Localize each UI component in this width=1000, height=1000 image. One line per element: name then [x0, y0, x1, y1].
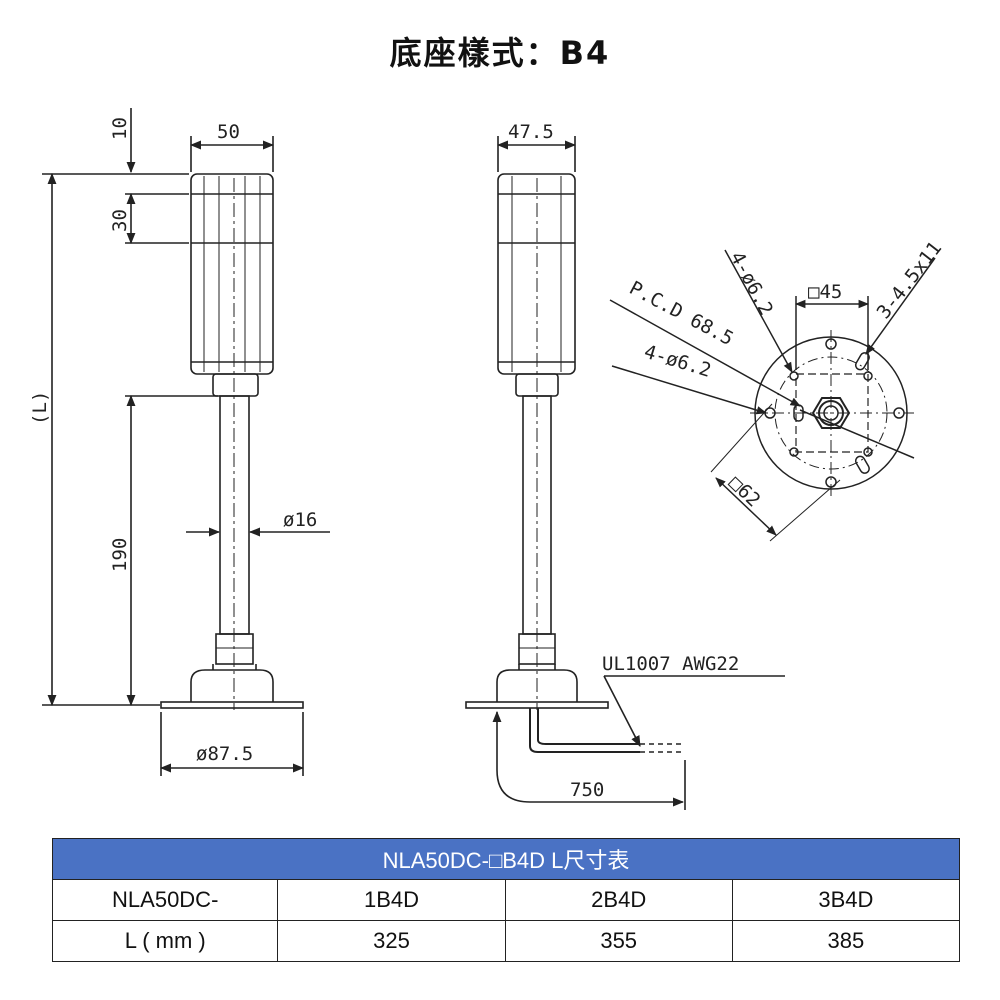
page-title: 底座樣式：B4 [389, 34, 611, 72]
table-cell: NLA50DC- [51, 879, 279, 921]
length-spec-table: NLA50DC-□B4D L尺寸表 NLA50DC- 1B4D 2B4D 3B4… [51, 838, 961, 962]
table-cell: 385 [731, 920, 961, 962]
dim-pole-diameter: ø16 [283, 509, 317, 531]
dim-cable-length: 750 [570, 779, 604, 801]
dim-pole-height: 190 [109, 538, 131, 572]
technical-drawing: 10 30 50 (L) 190 ø16 ø87.5 47.5 U [29, 108, 947, 810]
dim-square-inner: □45 [808, 281, 842, 303]
dim-square-outer: □62 [725, 472, 765, 512]
dim-tier: 30 [109, 209, 131, 232]
dim-base-diameter: ø87.5 [196, 743, 253, 765]
front-signal-column [190, 173, 274, 375]
table-cell: 355 [504, 920, 733, 962]
front-view [42, 108, 330, 776]
table-cell: 1B4D [277, 879, 506, 921]
table-row: NLA50DC- 1B4D 2B4D 3B4D [51, 879, 961, 921]
cable-label: UL1007 AWG22 [602, 653, 739, 675]
front-base [190, 669, 274, 702]
table-cell: L ( mm ) [51, 920, 279, 962]
side-view [465, 136, 785, 810]
dim-mount-holes: 4-ø6.2 [726, 248, 778, 319]
table-cell: 2B4D [504, 879, 733, 921]
table-cell: 3B4D [731, 879, 961, 921]
table-row: L ( mm ) 325 355 385 [51, 920, 961, 962]
table-cell: 325 [277, 920, 506, 962]
dim-holes-2: 4-ø6.2 [642, 341, 714, 382]
dim-overall-length: (L) [29, 391, 51, 425]
dim-side-width: 47.5 [508, 121, 554, 143]
dim-slots: 3-4.5x11 [873, 237, 947, 323]
table-header: NLA50DC-□B4D L尺寸表 [52, 838, 960, 880]
dim-top-cap: 10 [109, 117, 131, 140]
hex-nut [811, 397, 851, 429]
table-header-row: NLA50DC-□B4D L尺寸表 [52, 838, 960, 880]
bottom-view [609, 249, 936, 542]
dim-front-width: 50 [217, 121, 240, 143]
